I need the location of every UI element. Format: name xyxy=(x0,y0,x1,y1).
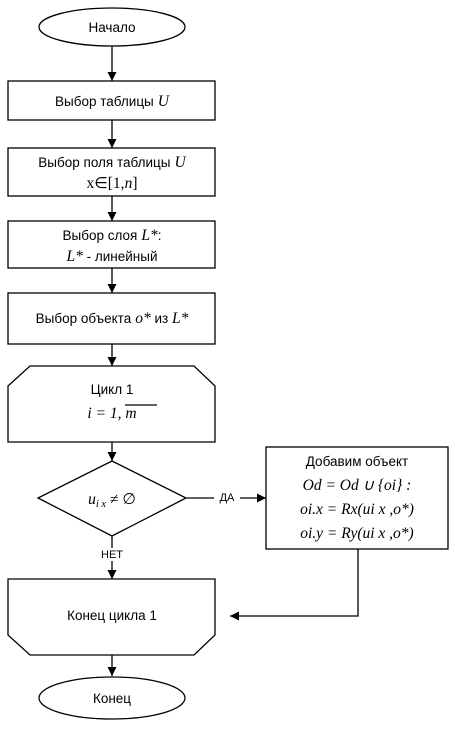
no-label: НЕТ xyxy=(101,549,123,561)
condition-diamond xyxy=(36,460,188,537)
loop-end-shape xyxy=(7,578,216,656)
loop-start-counter: i = 1, m xyxy=(87,405,136,422)
select-field-range-prefix: x∈[1, xyxy=(87,175,125,192)
condition-u: u xyxy=(88,491,96,508)
condition-sub: i x xyxy=(96,499,107,510)
end-label: Конец xyxy=(93,691,131,706)
select-field-label: Выбор поля таблицы xyxy=(38,155,170,170)
start-ellipse xyxy=(38,7,186,47)
add-object-block: Добавим объект Od = Od ∪ {oi} : oi.x = R… xyxy=(265,446,449,550)
loop-start-counter-prefix: i = xyxy=(87,405,110,422)
select-layer-line2: L* - линейный xyxy=(66,248,158,265)
loop-start-shape xyxy=(7,365,216,443)
select-object-box xyxy=(7,292,216,345)
select-field-var: U xyxy=(174,154,187,171)
select-field-line1: Выбор поля таблицы U xyxy=(38,154,187,171)
loop-start-label: Цикл 1 xyxy=(91,382,134,397)
loop-start-block: Цикл 1 i = 1, m xyxy=(7,365,216,443)
add-object-line1: Od = Od ∪ {oi} : xyxy=(303,477,412,494)
select-layer-line2-var: L* xyxy=(66,248,84,265)
select-table-text: Выбор таблицы U xyxy=(55,93,171,110)
select-table-label: Выбор таблицы xyxy=(55,94,154,109)
loop-start-counter-range: 1, m xyxy=(110,405,137,422)
select-object-mid: из xyxy=(151,311,172,326)
select-object-var2: L* xyxy=(171,310,189,327)
select-field-range-var: n xyxy=(125,175,133,192)
select-object-label: Выбор объекта xyxy=(36,311,132,326)
add-object-line3: oi.y = Ry(ui x ,o*) xyxy=(300,525,413,542)
condition-rest: ≠ ∅ xyxy=(110,491,136,508)
yes-label-bg xyxy=(214,491,240,504)
loop-end-block: Конец цикла 1 xyxy=(7,578,216,656)
condition-text: ui x≠ ∅ xyxy=(88,491,136,510)
select-field-range-suffix: ] xyxy=(132,175,137,192)
loop-end-label: Конец цикла 1 xyxy=(67,608,157,623)
select-layer-label: Выбор слоя xyxy=(63,228,138,243)
select-field-box xyxy=(7,147,216,197)
connector-add-object-return xyxy=(230,549,359,621)
start-terminal: Начало xyxy=(38,7,186,47)
select-object-var1: o* xyxy=(135,310,151,327)
end-ellipse xyxy=(38,676,186,720)
select-field-block: Выбор поля таблицы U x∈[1,n] xyxy=(7,147,216,197)
select-table-var: U xyxy=(158,93,171,110)
start-label: Начало xyxy=(88,20,135,35)
select-table-box xyxy=(7,80,216,121)
select-table-block: Выбор таблицы U xyxy=(7,80,216,121)
add-object-title: Добавим объект xyxy=(306,454,408,469)
no-label-bg xyxy=(97,548,127,561)
select-layer-line2-text: - линейный xyxy=(83,249,158,264)
select-field-line2: x∈[1,n] xyxy=(87,175,138,192)
yes-label: ДА xyxy=(220,492,235,504)
select-layer-var: L* xyxy=(140,227,158,244)
select-layer-colon: : xyxy=(158,228,162,243)
select-layer-box xyxy=(7,220,216,269)
end-terminal: Конец xyxy=(38,676,186,720)
add-object-line2: oi.x = Rx(ui x ,o*) xyxy=(300,501,414,518)
condition-block: ui x≠ ∅ xyxy=(36,460,188,537)
add-object-box xyxy=(265,446,449,550)
